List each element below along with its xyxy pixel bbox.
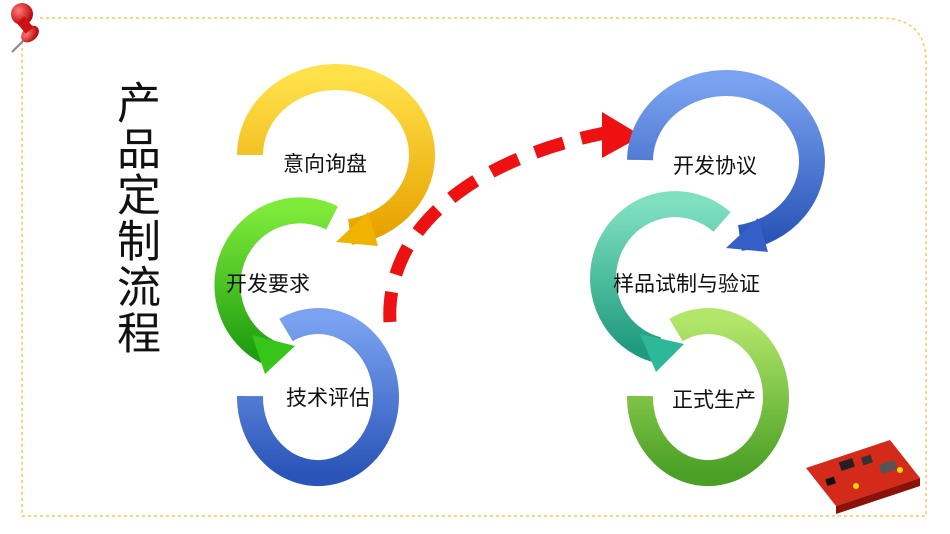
ring-blue-right <box>627 70 825 252</box>
dashed-border <box>21 17 927 517</box>
circuit-board-image <box>806 440 920 514</box>
ring-blue-left <box>236 308 399 487</box>
step-requirements: 开发要求 <box>226 272 310 296</box>
ring-green <box>214 197 338 374</box>
ring-lightgreen <box>626 308 789 487</box>
ring-teal <box>590 191 731 372</box>
step-production: 正式生产 <box>672 388 756 412</box>
step-agreement: 开发协议 <box>673 154 757 178</box>
pushpin-icon <box>11 3 39 53</box>
transition-arrow <box>383 112 642 323</box>
step-inquiry: 意向询盘 <box>283 152 367 176</box>
ring-yellow <box>237 64 435 246</box>
page-title: 产品定制流程 <box>109 80 160 356</box>
step-evaluation: 技术评估 <box>286 386 370 410</box>
step-sample: 样品试制与验证 <box>613 272 760 296</box>
